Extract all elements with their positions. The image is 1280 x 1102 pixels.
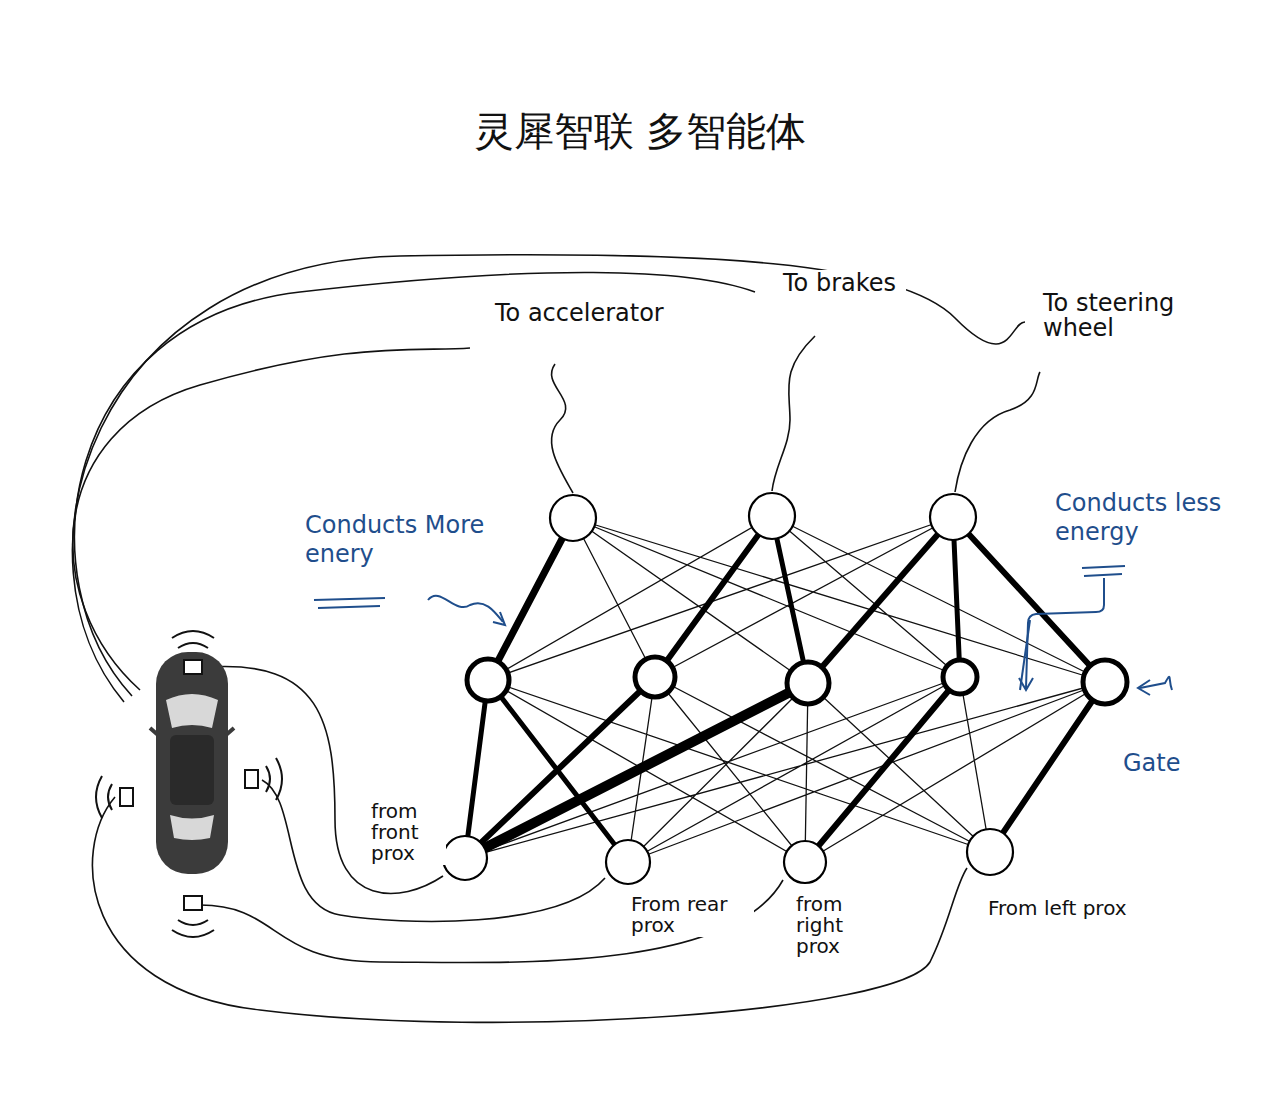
car-icon (96, 631, 282, 937)
car-wires (72, 255, 1025, 1023)
neuron-circle (548, 493, 598, 543)
strong-connections (465, 516, 1105, 862)
output-neuron: To accelerator (548, 493, 598, 543)
thin-connections (465, 516, 1105, 862)
neuron-outline (550, 495, 596, 541)
neuron-outline (930, 494, 976, 540)
input-label: from front prox (368, 800, 446, 865)
annotation-note: Conducts less energy (1052, 488, 1268, 548)
neuron-circle (604, 838, 652, 886)
input-label: from right prox (793, 893, 871, 958)
neuron-outline (749, 493, 795, 539)
gate-label: Gate (1120, 748, 1216, 779)
neuron-outline (443, 836, 487, 880)
page-title: 灵犀智联 多智能体 (0, 104, 1280, 159)
annotation-note: Conducts More enery (302, 510, 508, 570)
hidden-neurons (467, 657, 1127, 704)
input-label: From rear prox (628, 893, 754, 937)
output-neuron: To steering wheel (928, 492, 978, 542)
neuron-circle (747, 491, 797, 541)
neuron-outline (784, 841, 826, 883)
output-neuron: To brakes (747, 491, 797, 541)
output-label: To accelerator (492, 300, 668, 327)
neuron-circle (965, 827, 1015, 877)
input-label: From left prox (985, 897, 1151, 920)
neuron-outline (967, 829, 1013, 875)
output-label: To steering wheel (1040, 290, 1181, 342)
input-neuron: From left prox (965, 827, 1015, 877)
neuron-circle (782, 839, 828, 885)
input-neuron: From rear prox (604, 838, 652, 886)
neuron-circle (441, 834, 489, 882)
output-label: To brakes (780, 270, 906, 297)
input-neuron: from right prox (782, 839, 828, 885)
neuron-circle (928, 492, 978, 542)
output-wires (552, 336, 1040, 493)
callout-arrows (314, 566, 1172, 695)
input-neuron: from front prox (441, 834, 489, 882)
neuron-outline (606, 840, 650, 884)
